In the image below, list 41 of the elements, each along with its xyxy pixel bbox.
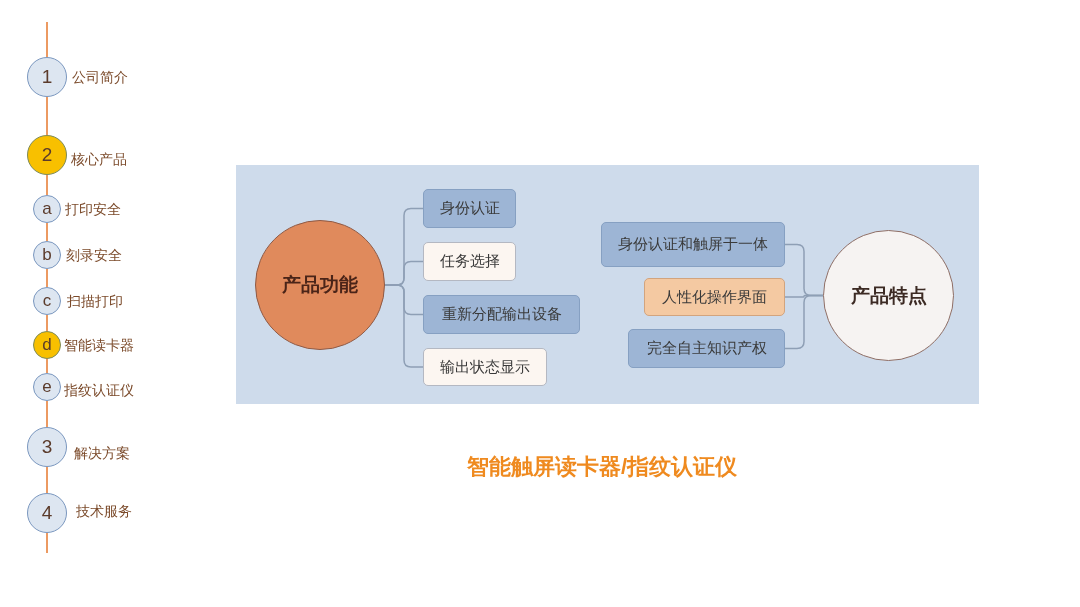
step-circle: c <box>33 287 61 315</box>
feature-box: 重新分配输出设备 <box>423 295 580 334</box>
step-circle: a <box>33 195 61 223</box>
step-label: 指纹认证仪 <box>64 381 134 399</box>
connector-line <box>784 294 824 350</box>
feature-box: 输出状态显示 <box>423 348 547 386</box>
step-circle: 2 <box>27 135 67 175</box>
timeline-line <box>46 466 48 494</box>
timeline-line <box>46 358 48 374</box>
timeline-line <box>46 174 48 196</box>
timeline-line <box>46 21 48 58</box>
step-label: 刻录安全 <box>66 246 122 264</box>
timeline-line <box>46 400 48 428</box>
step-label: 技术服务 <box>76 502 132 520</box>
feature-box: 任务选择 <box>423 242 516 281</box>
caption: 智能触屏读卡器/指纹认证仪 <box>466 453 738 481</box>
topic-circle: 产品特点 <box>823 230 954 361</box>
feature-box: 身份认证和触屏于一体 <box>601 222 785 267</box>
timeline-line <box>46 222 48 242</box>
step-circle: 1 <box>27 57 67 97</box>
step-label: 扫描打印 <box>67 292 123 310</box>
step-label: 解决方案 <box>74 444 130 462</box>
feature-box: 身份认证 <box>423 189 516 228</box>
step-label: 打印安全 <box>65 200 121 218</box>
step-circle: 4 <box>27 493 67 533</box>
step-circle: e <box>33 373 61 401</box>
step-label: 智能读卡器 <box>64 336 134 354</box>
timeline-line <box>46 268 48 288</box>
feature-box: 人性化操作界面 <box>644 278 785 316</box>
topic-circle: 产品功能 <box>255 220 385 350</box>
connector-line <box>384 284 424 368</box>
step-circle: d <box>33 331 61 359</box>
panel-background <box>236 165 979 404</box>
timeline-line <box>46 314 48 332</box>
timeline-line <box>46 96 48 136</box>
step-circle: 3 <box>27 427 67 467</box>
step-circle: b <box>33 241 61 269</box>
feature-box: 完全自主知识产权 <box>628 329 785 368</box>
step-label: 公司简介 <box>72 68 128 86</box>
step-label: 核心产品 <box>71 150 127 168</box>
timeline-line <box>46 532 48 554</box>
